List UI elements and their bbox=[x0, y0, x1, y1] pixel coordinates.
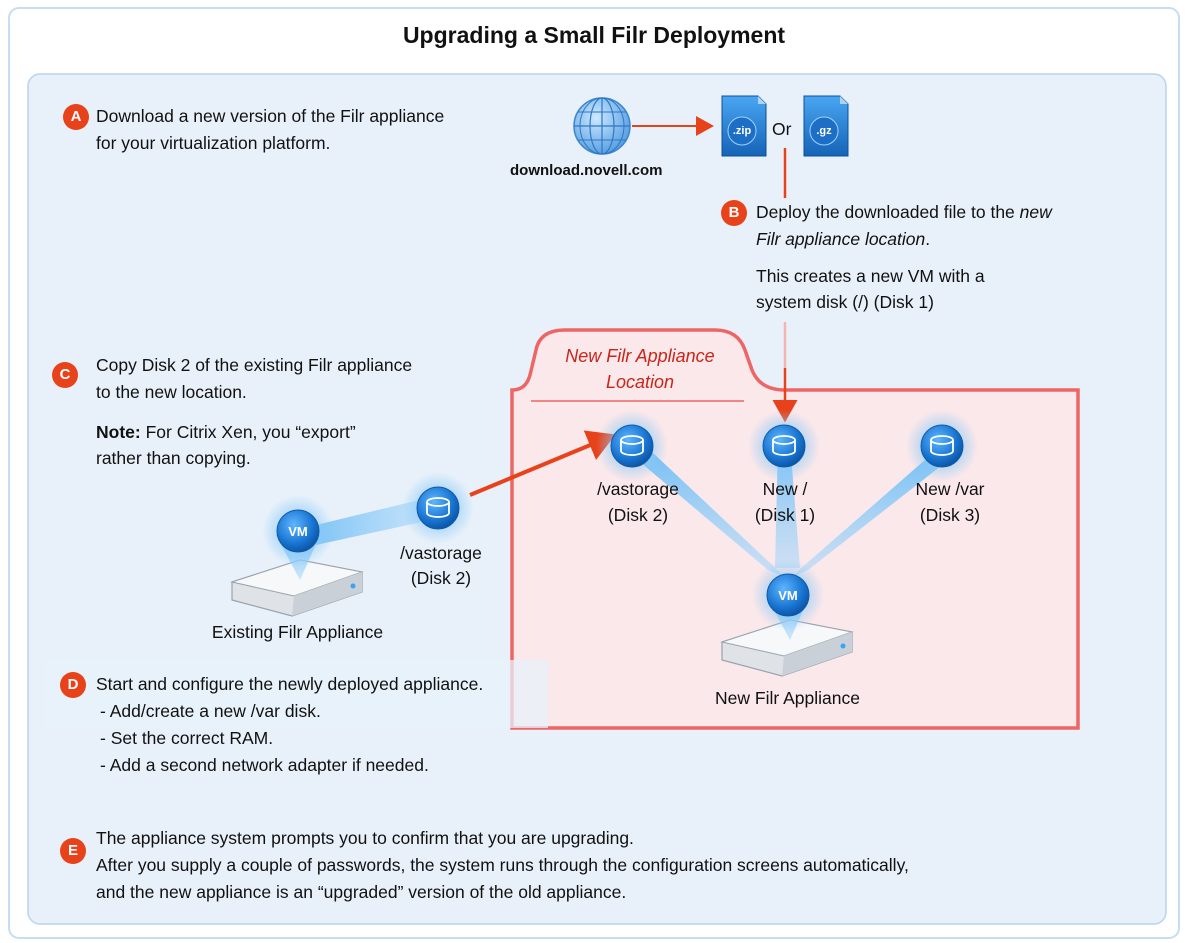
step-b-line3: This creates a new VM with a bbox=[756, 266, 985, 286]
step-d-item3: - Add a second network adapter if needed… bbox=[100, 755, 429, 775]
diagram-title: Upgrading a Small Filr Deployment bbox=[402, 22, 786, 48]
step-e-line3: and the new appliance is an “upgraded” v… bbox=[96, 882, 627, 902]
new-server-icon bbox=[720, 595, 854, 677]
existing-vastorage-disk-icon bbox=[402, 472, 474, 544]
existing-disk-sub: (Disk 2) bbox=[410, 568, 472, 588]
or-label: Or bbox=[772, 119, 792, 139]
step-d-item1: - Add/create a new /var disk. bbox=[100, 701, 321, 721]
new-var-sub: (Disk 3) bbox=[919, 505, 981, 525]
new-root-name: New / bbox=[762, 479, 808, 499]
new-appliance-label: New Filr Appliance bbox=[715, 688, 860, 708]
existing-vm-icon bbox=[262, 495, 334, 567]
step-d-badge: D bbox=[60, 672, 86, 698]
step-a-line2: for your virtualization platform. bbox=[96, 133, 331, 153]
download-site-label: download.novell.com bbox=[510, 162, 663, 179]
gz-file-icon bbox=[803, 95, 849, 157]
new-vastorage-disk-icon bbox=[596, 410, 668, 482]
new-vastorage-name: /vastorage bbox=[597, 479, 679, 499]
existing-vm-label: VM bbox=[288, 524, 308, 539]
zip-label: .zip bbox=[732, 125, 752, 137]
beam-new-vastorage bbox=[640, 452, 786, 578]
existing-appliance-label: Existing Filr Appliance bbox=[211, 622, 384, 642]
location-label-line1: New Filr Appliance bbox=[565, 346, 715, 366]
location-label-line2: Location bbox=[605, 372, 675, 392]
new-var-name: New /var bbox=[915, 479, 985, 499]
globe-icon bbox=[573, 97, 631, 155]
new-vm-icon bbox=[752, 559, 824, 631]
step-e-badge: E bbox=[60, 838, 86, 864]
beam-new-var bbox=[790, 452, 946, 578]
step-d-line1: Start and configure the newly deployed a… bbox=[96, 674, 484, 694]
new-vastorage-sub: (Disk 2) bbox=[607, 505, 669, 525]
step-c-note-line2: rather than copying. bbox=[96, 448, 251, 468]
step-b-line1: Deploy the downloaded file to the new bbox=[756, 202, 1052, 222]
step-b-line2: Filr appliance location. bbox=[756, 229, 931, 249]
new-vm-label: VM bbox=[778, 588, 798, 603]
new-var-disk-icon bbox=[906, 410, 978, 482]
step-d-item2: - Set the correct RAM. bbox=[100, 728, 274, 748]
step-c-note-line1: Note: For Citrix Xen, you “export” bbox=[96, 422, 356, 442]
step-e-line2: After you supply a couple of passwords, … bbox=[96, 855, 909, 875]
step-e-line1: The appliance system prompts you to conf… bbox=[96, 828, 634, 848]
existing-disk-name: /vastorage bbox=[400, 543, 482, 563]
step-b-badge: B bbox=[721, 200, 747, 226]
zip-file-icon bbox=[721, 95, 767, 157]
step-b-line4: system disk (/) (Disk 1) bbox=[756, 292, 934, 312]
step-c-badge: C bbox=[52, 362, 78, 388]
copy-arrow bbox=[469, 430, 616, 497]
step-a-line1: Download a new version of the Filr appli… bbox=[96, 106, 445, 126]
gz-label: .gz bbox=[816, 125, 832, 137]
step-c-line1: Copy Disk 2 of the existing Filr applian… bbox=[96, 355, 413, 375]
new-root-disk-icon bbox=[748, 410, 820, 482]
step-d-backdrop bbox=[46, 660, 548, 728]
step-a-badge: A bbox=[63, 104, 89, 130]
new-root-sub: (Disk 1) bbox=[754, 505, 816, 525]
step-c-line2: to the new location. bbox=[96, 382, 247, 402]
